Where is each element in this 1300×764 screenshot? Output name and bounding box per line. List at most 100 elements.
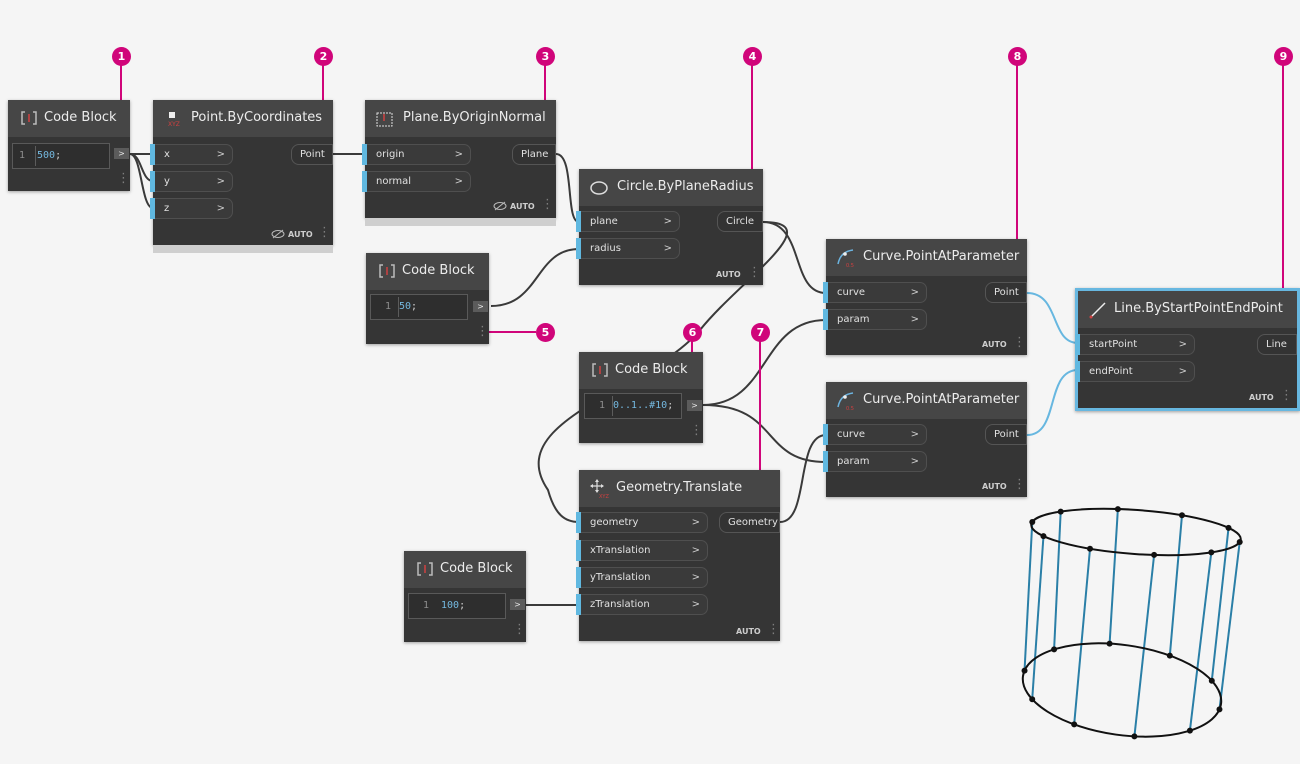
geometry-translate-node[interactable]: XYZ Geometry.Translate geometry xTransla…: [576, 470, 780, 641]
svg-text:0.5: 0.5: [846, 406, 854, 411]
code-block-icon: [417, 562, 433, 576]
output-port-circle[interactable]: Circle: [717, 211, 763, 232]
input-port-xtranslation[interactable]: xTranslation: [576, 540, 708, 561]
input-port-radius[interactable]: radius: [576, 238, 680, 259]
run-mode-label: AUTO: [510, 202, 535, 211]
run-mode-label: AUTO: [716, 270, 741, 279]
input-port-normal[interactable]: normal: [362, 171, 471, 192]
input-port-ytranslation[interactable]: yTranslation: [576, 567, 708, 588]
node-menu-icon[interactable]: [318, 225, 331, 242]
callout-6: 6: [683, 323, 702, 342]
code-block-icon: [379, 264, 395, 278]
input-port-param[interactable]: param: [823, 451, 927, 472]
plane-icon: [376, 112, 393, 127]
callout-2: 2: [314, 47, 333, 66]
node-menu-icon[interactable]: [1280, 388, 1293, 405]
input-port-curve[interactable]: curve: [823, 424, 927, 445]
input-port-plane[interactable]: plane: [576, 211, 680, 232]
node-menu-icon[interactable]: [476, 324, 489, 341]
input-port-geometry[interactable]: geometry: [576, 512, 708, 533]
node-menu-icon[interactable]: [767, 622, 780, 639]
code-value: 500: [37, 150, 56, 161]
code-value: 100: [441, 600, 460, 611]
input-port-endpoint[interactable]: endPoint: [1075, 361, 1195, 382]
wire-circle-curve1[interactable]: [762, 221, 827, 294]
wire-cb3-param1[interactable]: [702, 319, 827, 406]
output-port[interactable]: >: [114, 148, 129, 159]
output-port-line[interactable]: Line: [1257, 334, 1297, 355]
node-title: Line.ByStartPointEndPoint: [1114, 301, 1283, 316]
node-menu-icon[interactable]: [1013, 335, 1026, 352]
output-port-point[interactable]: Point: [985, 424, 1027, 445]
move-icon: XYZ: [590, 479, 609, 499]
input-port-x[interactable]: x: [150, 144, 233, 165]
input-port-origin[interactable]: origin: [362, 144, 471, 165]
node-title: Code Block: [615, 362, 688, 377]
svg-text:XYZ: XYZ: [168, 121, 180, 128]
callout-9: 9: [1274, 47, 1293, 66]
output-port[interactable]: >: [687, 400, 702, 411]
input-port-startpoint[interactable]: startPoint: [1075, 334, 1195, 355]
wire-translate-curve[interactable]: [779, 434, 827, 523]
callout-8: 8: [1008, 47, 1027, 66]
circle-by-plane-radius-node[interactable]: Circle.ByPlaneRadius plane radius Circle…: [576, 169, 763, 285]
callout-5: 5: [536, 323, 555, 342]
run-mode-label: AUTO: [982, 482, 1007, 491]
line-by-start-point-end-point-node[interactable]: Line.ByStartPointEndPoint startPoint end…: [1075, 288, 1300, 411]
curve-point-at-parameter-node-1[interactable]: 0.5 Curve.PointAtParameter curve param P…: [823, 239, 1027, 355]
node-title: Circle.ByPlaneRadius: [617, 179, 754, 194]
point-by-coordinates-node[interactable]: XYZ Point.ByCoordinates x y z Point AUTO: [150, 100, 333, 253]
curve-point-at-parameter-node-2[interactable]: 0.5 Curve.PointAtParameter curve param P…: [823, 382, 1027, 497]
output-port-plane[interactable]: Plane: [512, 144, 556, 165]
preview-hidden-icon[interactable]: [493, 201, 507, 211]
output-port-point[interactable]: Point: [291, 144, 333, 165]
node-title: Point.ByCoordinates: [191, 110, 323, 125]
callout-7: 7: [751, 323, 770, 342]
node-menu-icon[interactable]: [1013, 477, 1026, 494]
preview-hidden-icon[interactable]: [271, 229, 285, 239]
svg-text:0.5: 0.5: [846, 263, 854, 268]
run-mode-label: AUTO: [1249, 393, 1274, 402]
wire-cb2-radius[interactable]: [490, 248, 580, 307]
run-mode-label: AUTO: [288, 230, 313, 239]
code-block-icon: [21, 111, 37, 125]
node-menu-icon[interactable]: [513, 622, 526, 639]
output-port[interactable]: >: [473, 301, 488, 312]
wire-cpp1-start[interactable]: [1026, 292, 1079, 344]
output-port-point[interactable]: Point: [985, 282, 1027, 303]
output-port-geometry[interactable]: Geometry: [719, 512, 780, 533]
plane-by-origin-normal-node[interactable]: Plane.ByOriginNormal origin normal Plane…: [362, 100, 556, 226]
node-title: Code Block: [44, 110, 117, 125]
svg-text:XYZ: XYZ: [599, 494, 609, 499]
node-title: Plane.ByOriginNormal: [403, 110, 546, 125]
input-port-z[interactable]: z: [150, 198, 233, 219]
node-menu-icon[interactable]: [541, 197, 554, 214]
input-port-param[interactable]: param: [823, 309, 927, 330]
code-value: 0..1..#10: [613, 400, 668, 411]
circle-icon: [590, 181, 608, 195]
input-port-curve[interactable]: curve: [823, 282, 927, 303]
wire-cb3-param2[interactable]: [702, 404, 827, 463]
node-title: Geometry.Translate: [616, 480, 743, 495]
node-menu-icon[interactable]: [117, 171, 130, 188]
line-icon: [1089, 302, 1106, 319]
node-menu-icon[interactable]: [690, 423, 703, 440]
callout-3: 3: [536, 47, 555, 66]
node-menu-icon[interactable]: [748, 265, 761, 282]
wire-plane-plane[interactable]: [555, 153, 580, 223]
callout-1: 1: [112, 47, 131, 66]
code-value: 50: [399, 301, 412, 312]
input-port-ztranslation[interactable]: zTranslation: [576, 594, 708, 615]
input-port-y[interactable]: y: [150, 171, 233, 192]
code-block-icon: [592, 363, 608, 377]
wire-cpp2-end[interactable]: [1026, 369, 1079, 436]
output-port[interactable]: >: [510, 599, 525, 610]
